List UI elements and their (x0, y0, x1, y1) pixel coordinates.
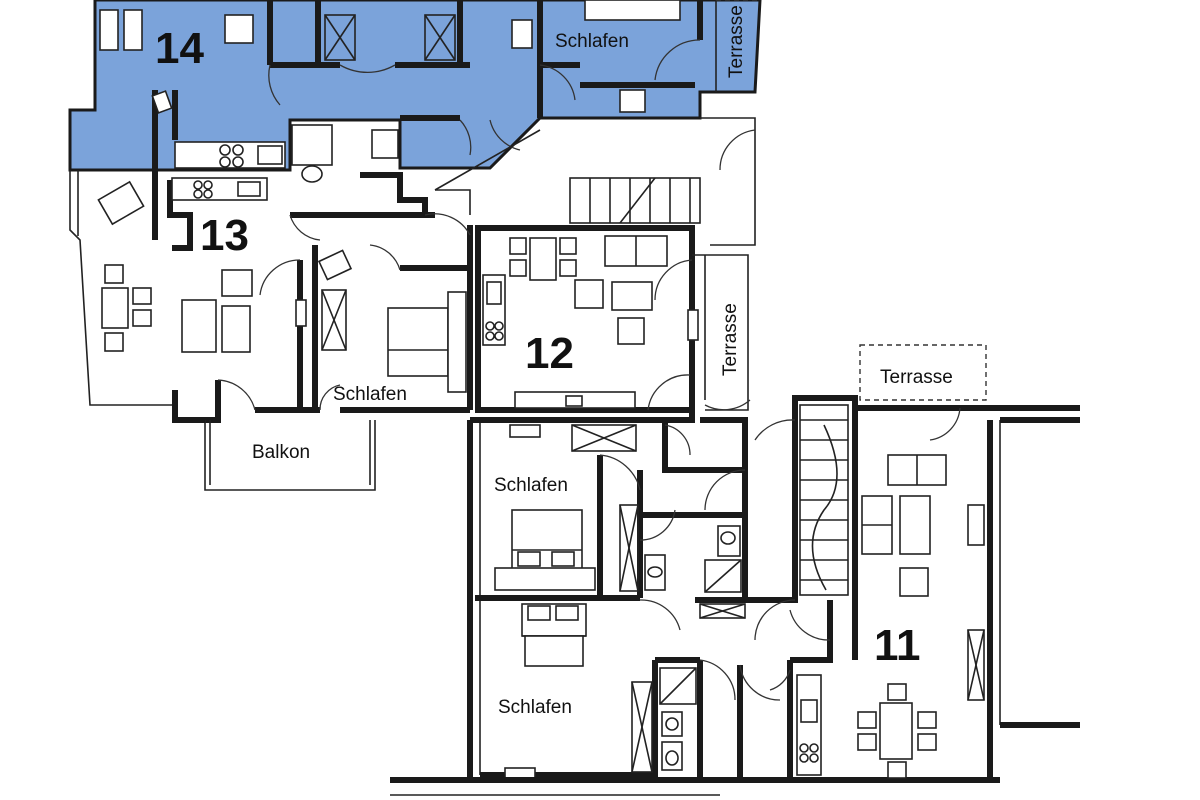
room-label-terrasse-14: Terrasse (726, 5, 747, 78)
room-label-terrasse-12: Terrasse (720, 303, 741, 376)
stairwell-upper (434, 117, 756, 246)
unit-number-12: 12 (525, 329, 574, 378)
unit-12-doors (647, 259, 751, 456)
unit-11-doors (769, 407, 961, 691)
room-label-schlafen-14: Schlafen (555, 31, 629, 52)
room-label-balkon-13: Balkon (252, 442, 310, 463)
unit-11-walls (390, 344, 1080, 796)
room-label-schlafen-13: Schlafen (333, 384, 407, 405)
room-label-terrasse-11: Terrasse (880, 367, 953, 388)
unit-13-furniture (97, 177, 467, 393)
unit-13-walls (69, 170, 473, 491)
unit-number-13: 13 (200, 211, 249, 260)
lower-middle-doors (599, 454, 781, 701)
lower-middle-walls (467, 417, 750, 780)
unit-12-furniture (482, 235, 699, 409)
stairwell-lower (750, 395, 858, 641)
room-label-schlafen-mid: Schlafen (494, 475, 568, 496)
unit-14-walls (152, 0, 717, 170)
lower-middle-furniture (494, 424, 746, 779)
unit-13-doors (217, 213, 471, 411)
unit-number-11: 11 (874, 621, 921, 670)
unit-11-furniture (796, 454, 985, 779)
unit-14-furniture (99, 0, 681, 183)
unit-14-doors (268, 0, 760, 156)
room-label-schlafen-low: Schlafen (498, 697, 572, 718)
unit-number-14: 14 (155, 24, 204, 73)
